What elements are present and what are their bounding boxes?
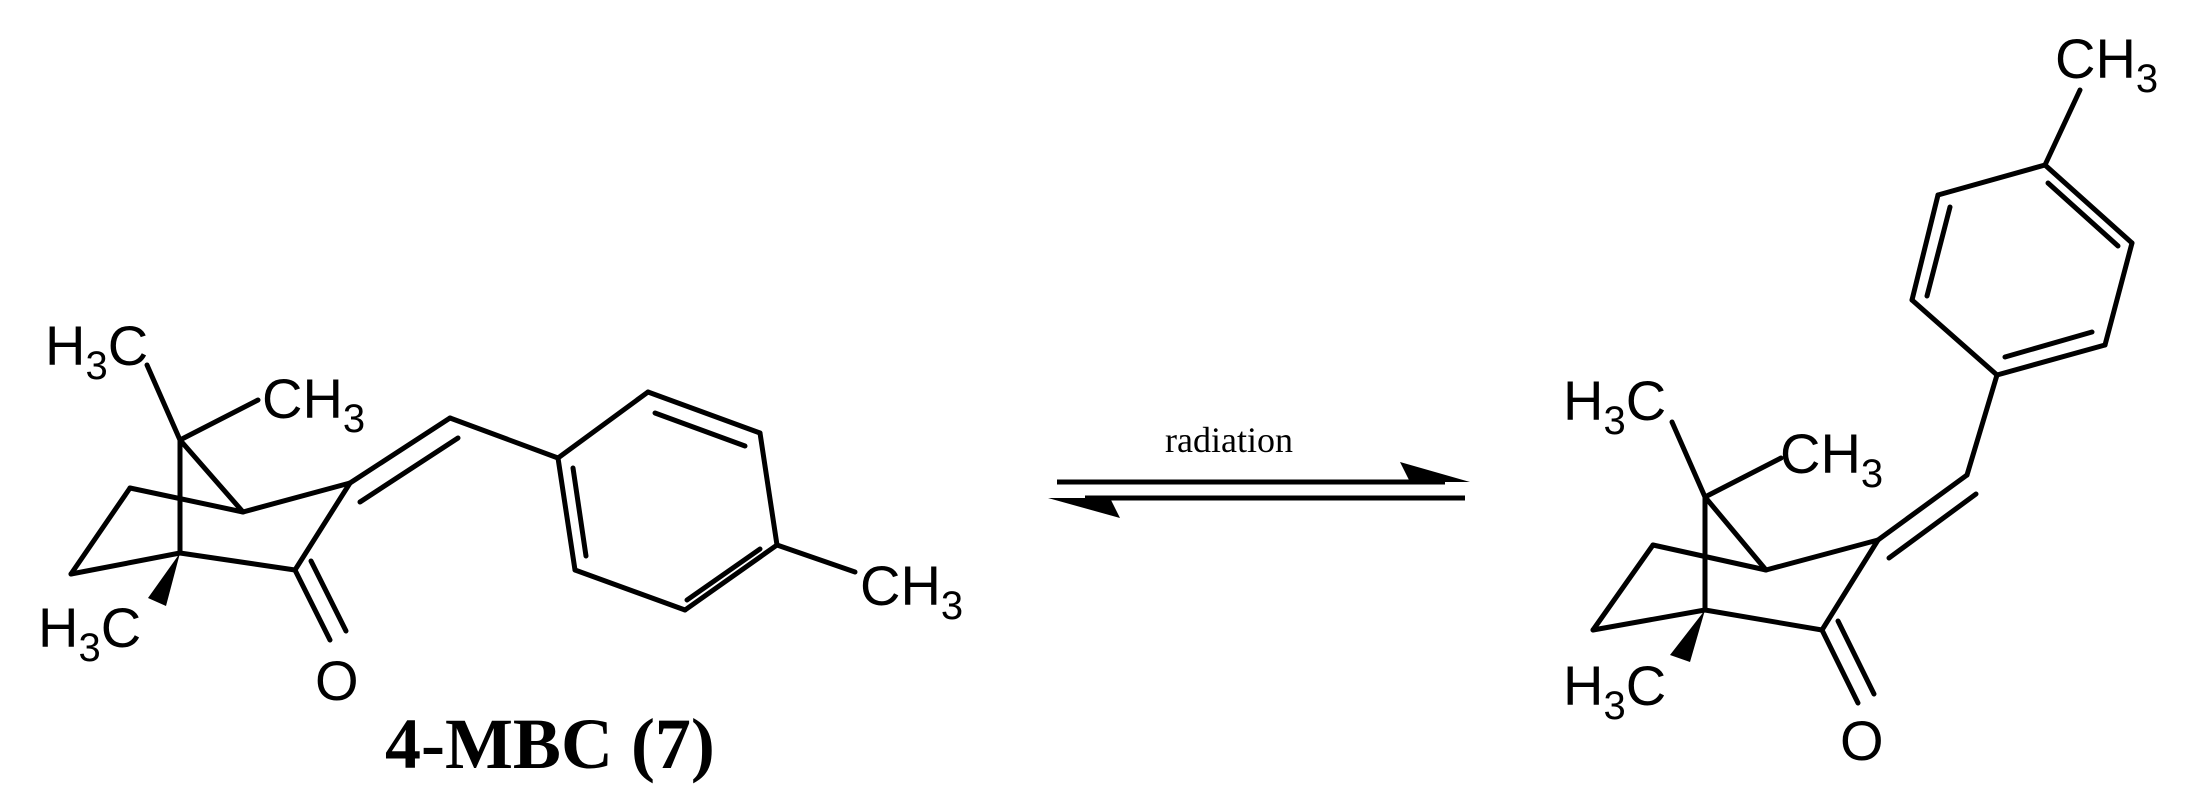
ring-double-a	[652, 410, 748, 449]
bond-c7-methyl-left	[1669, 419, 1708, 500]
bond-c1-c6	[1590, 607, 1708, 633]
bond-methine-ring	[1964, 372, 2000, 478]
ring-bond-1	[1909, 297, 2000, 378]
ring-bond-6	[555, 455, 578, 573]
bond-carbonyl-2	[308, 558, 349, 634]
bond-methine-ring	[447, 415, 561, 461]
atom-label-oxygen: O	[1840, 709, 1884, 772]
bond-c7-c4	[177, 437, 246, 515]
condition-label-radiation: radiation	[1165, 420, 1293, 460]
atom-label-ch3-bridge: CH3	[262, 367, 365, 441]
bond-c7-methyl-left	[144, 362, 183, 443]
ring-double-b	[2045, 180, 2121, 249]
compound-label-4mbc: 4-MBC (7)	[385, 704, 715, 784]
bond-c1-c2	[1702, 607, 1825, 633]
ring-bond-2	[645, 389, 763, 436]
bond-exocyclic-1	[347, 415, 453, 486]
ring-double-a	[1924, 204, 1953, 299]
ring-bond-3	[757, 430, 780, 548]
atom-label-ch3-bridge: CH3	[1780, 422, 1883, 496]
product-structure: H3C CH3 H3C O CH3	[1563, 27, 2158, 772]
wedge-bond-c1-methyl	[1670, 610, 1705, 662]
bond-c7-c4	[1702, 494, 1769, 573]
bond-c4-c3	[1763, 537, 1881, 573]
bond-c6-c5	[68, 485, 133, 577]
atom-label-ch3-para: CH3	[860, 554, 963, 628]
ring-bond-2	[1909, 192, 1941, 303]
bond-exocyclic-2	[357, 435, 461, 505]
ring-bond-6	[1994, 342, 2108, 378]
bond-exocyclic-2	[1886, 491, 1979, 561]
forward-arrowhead	[1400, 462, 1470, 482]
bond-c4-c3	[240, 480, 353, 515]
atom-label-h3c-bottom: H3C	[38, 596, 141, 670]
wedge-bond-c1-methyl	[148, 553, 180, 606]
atom-label-h3c-top: H3C	[1563, 369, 1666, 443]
bond-c1-c2	[177, 550, 298, 573]
ring-double-c	[2002, 329, 2095, 360]
ring-bond-1	[555, 389, 651, 461]
ring-double-c	[570, 465, 589, 559]
bond-c7-methyl-right	[177, 397, 261, 443]
ring-bond-5	[572, 567, 688, 613]
bond-carbonyl-2	[1835, 618, 1877, 697]
atom-label-oxygen: O	[315, 649, 359, 712]
reverse-arrowhead	[1048, 498, 1120, 518]
bond-c5-c4	[127, 485, 246, 515]
bond-para-methyl	[2042, 87, 2083, 168]
bond-exocyclic-1	[1875, 472, 1970, 543]
ring-bond-4	[2042, 162, 2135, 246]
bond-c3-c2	[292, 480, 353, 573]
ring-double-b	[684, 546, 763, 603]
bond-carbonyl-1	[292, 567, 333, 643]
bond-c3-c2	[1819, 537, 1881, 633]
bond-para-methyl	[774, 542, 858, 575]
atom-label-h3c-top: H3C	[45, 314, 148, 388]
bond-c1-c6	[68, 550, 183, 577]
bond-c6-c5	[1590, 542, 1656, 633]
ring-bond-3	[1935, 162, 2048, 198]
equilibrium-arrow: radiation	[1048, 420, 1470, 518]
bond-c5-c4	[1650, 542, 1769, 573]
atom-label-ch3-para: CH3	[2055, 27, 2158, 101]
reactant-structure: H3C CH3 H3C O CH3 4-MBC (7)	[38, 314, 963, 784]
ring-bond-5	[2102, 240, 2135, 348]
bond-c7-methyl-right	[1702, 455, 1784, 500]
ring-bond-4	[682, 542, 780, 613]
atom-label-h3c-bottom: H3C	[1563, 654, 1666, 728]
bond-carbonyl-1	[1819, 627, 1861, 706]
